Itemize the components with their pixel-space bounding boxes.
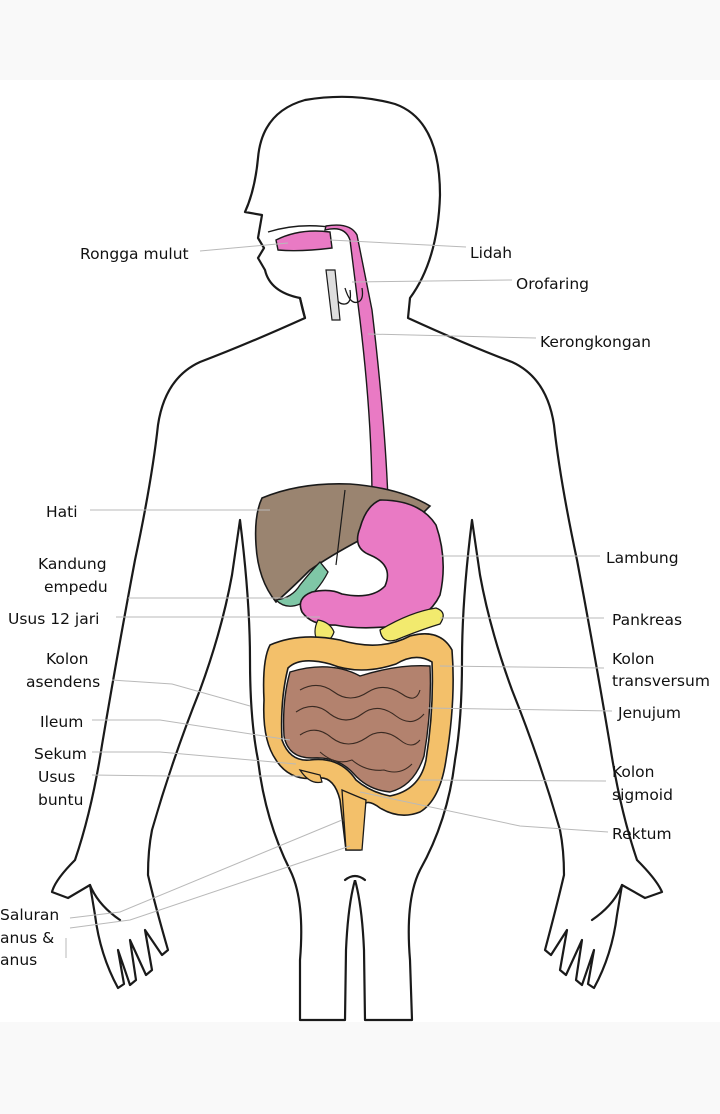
stomach (299, 499, 444, 629)
leader-saluran-anus-1 (69, 819, 343, 919)
gallbladder (274, 561, 329, 607)
label-sekum: Sekum (34, 745, 87, 763)
label-rektum: Rektum (612, 825, 672, 843)
label-lidah: Lidah (470, 244, 512, 262)
label-kolon-sigmoid-1: Kolon (612, 763, 655, 781)
leader-kolon-sigmoid (419, 779, 607, 782)
digestive-organs (254, 224, 454, 851)
leader-lines (65, 239, 613, 958)
label-saluran-anus-1: Saluran (0, 906, 59, 924)
pancreas (379, 607, 444, 642)
leader-jenujum (427, 707, 613, 712)
label-kolon-sigmoid-2: sigmoid (612, 786, 673, 804)
label-kolon-transversum-2: transversum (612, 672, 710, 690)
label-lambung: Lambung (606, 549, 679, 567)
leader-kolon-asendens (111, 679, 251, 707)
bottom-margin (0, 1022, 720, 1114)
label-usus-12-jari: Usus 12 jari (8, 610, 99, 628)
label-hati: Hati (46, 503, 78, 521)
label-pankreas: Pankreas (612, 611, 682, 629)
label-kandung-empedu-1: Kandung (38, 555, 107, 573)
label-kolon-asendens-2: asendens (26, 673, 100, 691)
appendix (298, 769, 323, 784)
label-kandung-empedu-2: empedu (44, 578, 108, 596)
leader-kerongkongan (367, 333, 537, 339)
label-rongga-mulut: Rongga mulut (80, 245, 189, 263)
leader-rektum (359, 791, 609, 833)
label-kolon-asendens-1: Kolon (46, 650, 89, 668)
leader-rongga-mulut (199, 242, 289, 252)
leader-usus-buntu (91, 774, 302, 777)
hip-line (343, 874, 367, 882)
left-thumb (88, 883, 122, 922)
label-jenujum: Jenujum (617, 704, 681, 722)
label-usus-buntu-2: buntu (38, 791, 83, 809)
label-kolon-transversum-1: Kolon (612, 650, 655, 668)
label-saluran-anus-3: anus (0, 951, 37, 969)
large-intestine (262, 633, 454, 851)
body-silhouette (50, 95, 664, 1022)
leader-lidah (329, 239, 467, 248)
leader-ileum (92, 719, 291, 741)
leader-saluran-anus-2 (69, 845, 351, 929)
tongue (275, 230, 333, 252)
right-thumb (590, 883, 624, 922)
neck-line (298, 296, 307, 320)
small-intestine-coils (295, 684, 425, 773)
label-ileum: Ileum (40, 713, 83, 731)
liver-lobe-line (335, 489, 346, 566)
top-margin (0, 0, 720, 80)
body-outline (50, 95, 664, 1022)
label-orofaring: Orofaring (516, 275, 589, 293)
leader-orofaring (351, 279, 513, 283)
leader-kolon-transversum (439, 665, 605, 669)
labels: Rongga mulut Lidah Orofaring Kerongkonga… (0, 244, 710, 969)
leader-sekum (92, 751, 297, 765)
label-saluran-anus-2: anus & (0, 929, 54, 947)
label-kerongkongan: Kerongkongan (540, 333, 651, 351)
rectum (341, 788, 367, 851)
small-intestine (282, 665, 432, 793)
trachea (325, 269, 341, 321)
label-usus-buntu-1: Usus (38, 768, 75, 786)
